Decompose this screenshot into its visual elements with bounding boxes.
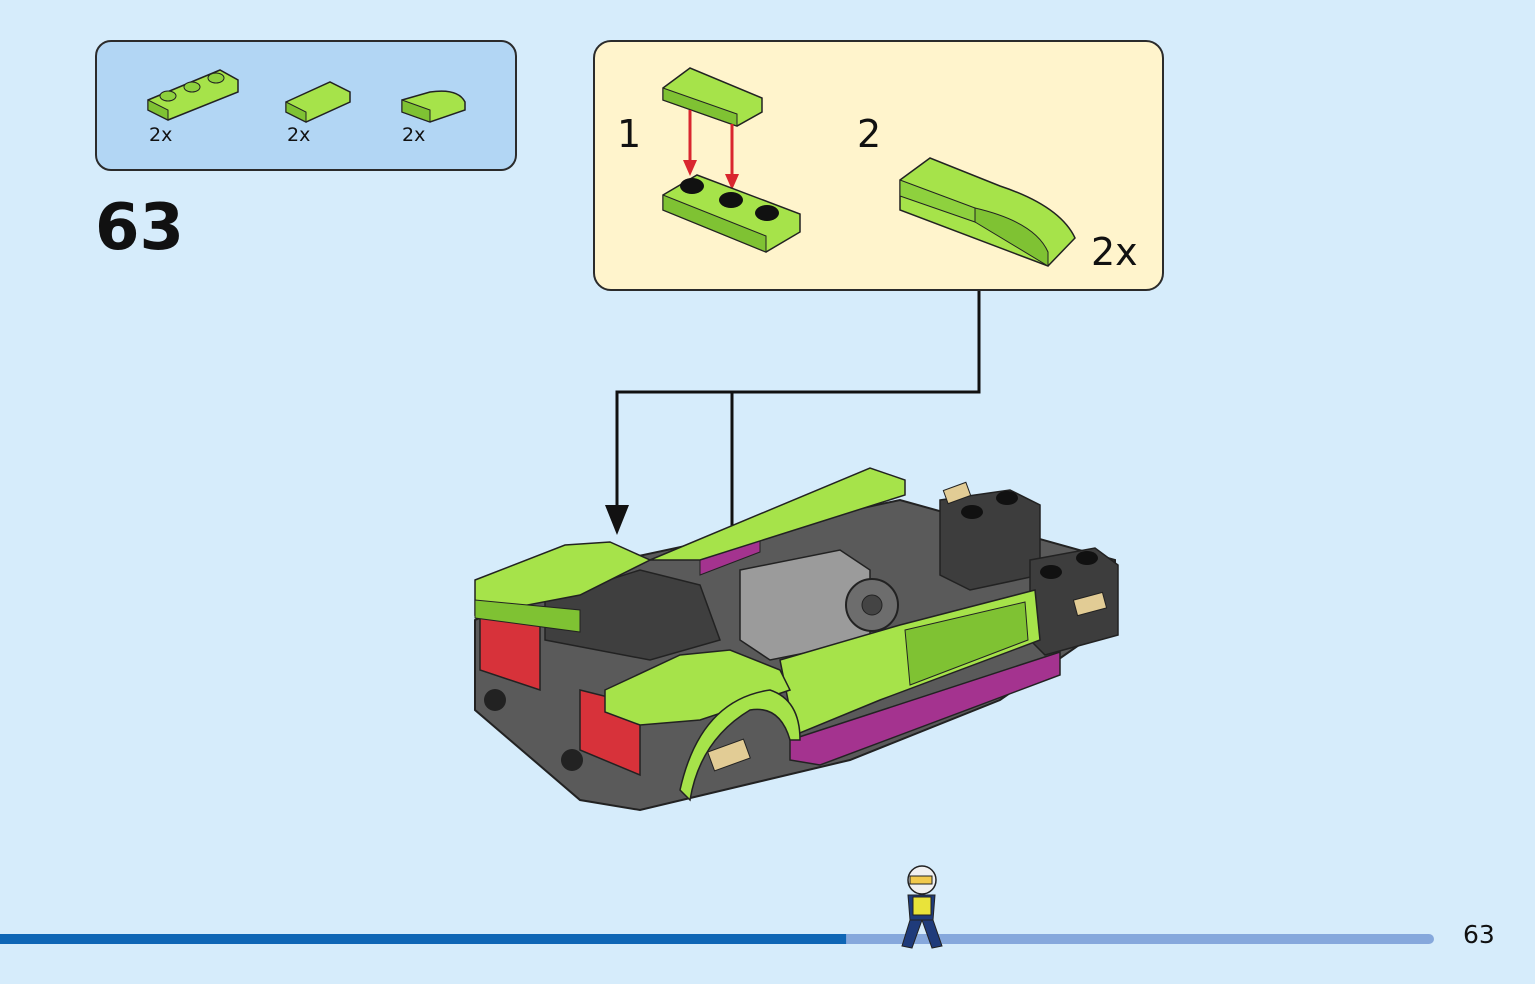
multiplier-label: 2x bbox=[1091, 230, 1138, 274]
progress-fill bbox=[0, 934, 847, 944]
vehicle-model bbox=[474, 467, 1119, 812]
substep-2-diagram bbox=[899, 157, 1076, 267]
step-number: 63 bbox=[95, 191, 185, 265]
part-tile-1x2-icon bbox=[285, 81, 351, 123]
part-plate-1x3-icon bbox=[147, 69, 239, 121]
part-qty-2: 2x bbox=[287, 124, 311, 146]
substep-1-diagram bbox=[662, 67, 801, 253]
part-qty-1: 2x bbox=[149, 124, 173, 146]
page-number: 63 bbox=[1463, 920, 1495, 949]
substep-1-label: 1 bbox=[617, 112, 642, 156]
substep-2-label: 2 bbox=[857, 112, 882, 156]
progress-bar bbox=[0, 934, 1434, 944]
minifigure-runner-icon bbox=[901, 865, 943, 949]
part-qty-3: 2x bbox=[402, 124, 426, 146]
part-curved-slope-icon bbox=[401, 90, 466, 123]
